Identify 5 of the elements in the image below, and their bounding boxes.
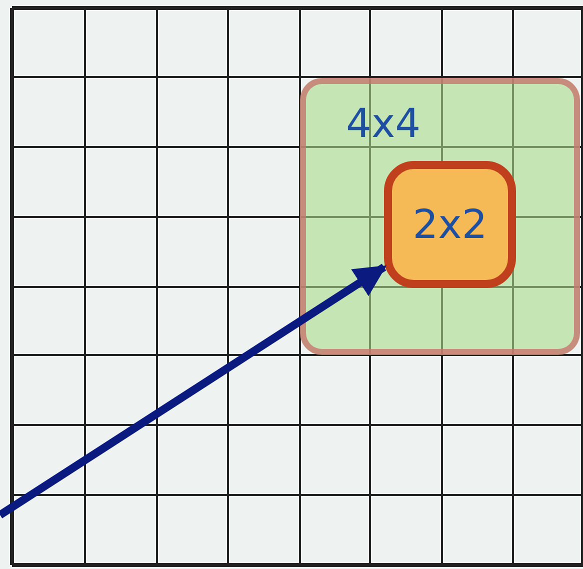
size-label: 4x4 [346,104,421,144]
region-box [384,161,516,288]
size-label: 2x2 [412,204,488,244]
region-box [300,78,580,355]
arrow [0,264,387,518]
